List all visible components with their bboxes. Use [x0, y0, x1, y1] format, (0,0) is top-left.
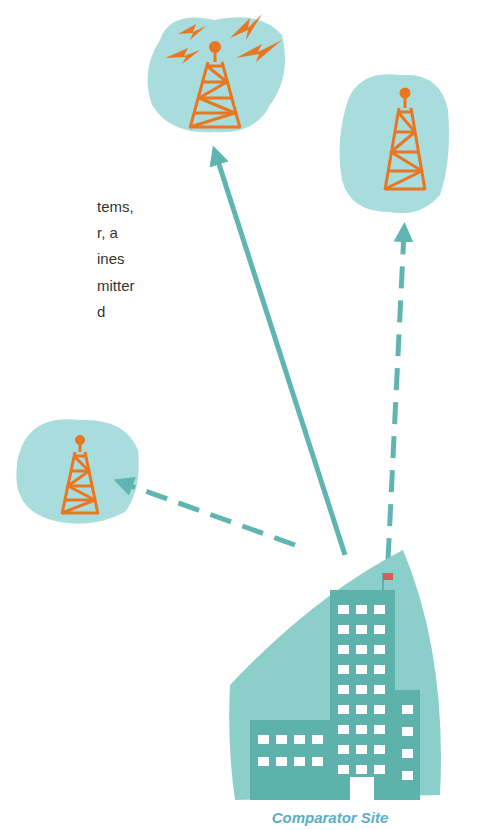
window [356, 625, 367, 634]
window [356, 685, 367, 694]
radio-tower [62, 444, 98, 514]
window [338, 745, 349, 754]
cut-text: r, a [97, 224, 118, 242]
window [338, 705, 349, 714]
window [374, 665, 385, 674]
window [402, 749, 413, 758]
cut-text: mitter [97, 277, 135, 295]
window [338, 765, 349, 774]
antenna-ball [209, 41, 221, 53]
signal-arrow [388, 232, 404, 560]
flag [383, 573, 393, 580]
radio-tower [190, 52, 240, 128]
window [402, 727, 413, 736]
building-body [395, 690, 420, 800]
window [402, 771, 413, 780]
signal-bolt [236, 40, 282, 62]
window [374, 625, 385, 634]
tower-blob [340, 74, 449, 213]
signal-bolt [165, 48, 200, 64]
tower-blob [16, 419, 138, 523]
antenna-ball [75, 435, 85, 445]
window [374, 685, 385, 694]
window [338, 725, 349, 734]
building-body [250, 720, 330, 800]
cut-text: tems, [97, 198, 134, 216]
window [312, 735, 323, 744]
window [338, 665, 349, 674]
window [356, 665, 367, 674]
site-label: Comparator Site [225, 809, 435, 826]
window [356, 645, 367, 654]
building-body [330, 590, 395, 800]
window [338, 645, 349, 654]
window [374, 745, 385, 754]
site-blob [229, 550, 441, 800]
window [356, 725, 367, 734]
comparator-building [225, 545, 455, 830]
window [258, 735, 269, 744]
window [374, 645, 385, 654]
window [374, 765, 385, 774]
window [356, 745, 367, 754]
signal-arrow [123, 483, 295, 545]
window [294, 757, 305, 766]
cut-text: ines [97, 250, 125, 268]
tower-blob [148, 17, 286, 132]
window [356, 605, 367, 614]
window [374, 725, 385, 734]
window [356, 705, 367, 714]
window [258, 757, 269, 766]
cut-text: d [97, 303, 105, 321]
window [402, 705, 413, 714]
signal-bolt [178, 24, 206, 40]
window [374, 705, 385, 714]
window [356, 765, 367, 774]
signal-arrow [216, 155, 345, 555]
door [350, 777, 374, 800]
window [374, 605, 385, 614]
window [338, 685, 349, 694]
window [294, 735, 305, 744]
signal-bolt [230, 14, 262, 40]
radio-tower [385, 98, 425, 190]
window [276, 757, 287, 766]
window [338, 605, 349, 614]
window [276, 735, 287, 744]
site-node: Comparator Site [225, 545, 455, 830]
antenna-ball [400, 88, 411, 99]
window [338, 625, 349, 634]
window [312, 757, 323, 766]
